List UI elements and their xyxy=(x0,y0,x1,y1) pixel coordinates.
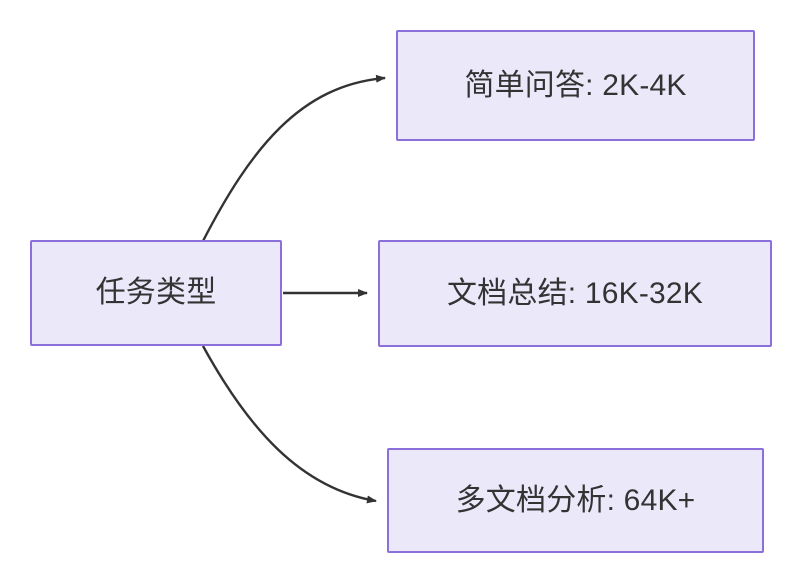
node-doc-summary[interactable]: 文档总结: 16K-32K xyxy=(378,240,772,347)
node-simple-qa-label: 简单问答: 2K-4K xyxy=(464,68,687,102)
edge-root-to-simple-qa xyxy=(201,74,386,242)
node-simple-qa[interactable]: 简单问答: 2K-4K xyxy=(396,30,755,141)
node-multi-doc-analysis-label: 多文档分析: 64K+ xyxy=(455,483,696,517)
node-task-type[interactable]: 任务类型 xyxy=(30,240,282,346)
node-multi-doc-analysis[interactable]: 多文档分析: 64K+ xyxy=(387,448,764,553)
node-doc-summary-label: 文档总结: 16K-32K xyxy=(446,276,704,310)
edge-root-to-multi-doc xyxy=(201,345,377,504)
node-task-type-label: 任务类型 xyxy=(95,276,217,309)
